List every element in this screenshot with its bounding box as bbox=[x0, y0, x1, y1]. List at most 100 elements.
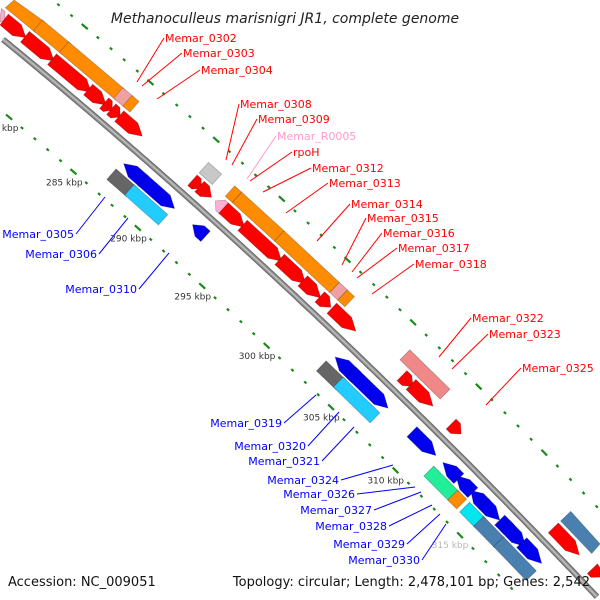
minor-tick bbox=[424, 333, 429, 337]
minor-tick bbox=[555, 464, 560, 468]
gene-block[interactable] bbox=[399, 349, 451, 400]
gene-arrow-forward[interactable] bbox=[114, 110, 143, 137]
gene-arrow-forward[interactable] bbox=[516, 537, 543, 564]
gene-label-reverse[interactable]: Memar_0320 bbox=[234, 440, 306, 453]
gene-label-forward[interactable]: Memar_0302 bbox=[165, 32, 237, 45]
gene-label-forward[interactable]: Memar_0323 bbox=[489, 328, 561, 341]
gene-label-forward[interactable]: Memar_0313 bbox=[329, 177, 401, 190]
gene-label-reverse[interactable]: Memar_0330 bbox=[348, 554, 420, 567]
gene-arrow-forward[interactable] bbox=[218, 202, 246, 228]
gene-label-reverse[interactable]: Memar_0328 bbox=[315, 520, 387, 533]
gene-label-forward[interactable]: Memar_0322 bbox=[472, 312, 544, 325]
minor-tick bbox=[123, 214, 127, 219]
gene-block[interactable] bbox=[337, 289, 356, 308]
gene-block[interactable] bbox=[560, 510, 600, 555]
minor-tick bbox=[371, 282, 376, 287]
minor-tick bbox=[97, 192, 102, 196]
gene-arrow-forward[interactable] bbox=[297, 275, 322, 299]
gene-arrow-forward[interactable] bbox=[19, 30, 55, 62]
gene-block[interactable] bbox=[122, 94, 140, 113]
gene-arrow-forward[interactable] bbox=[187, 174, 202, 190]
gene-label-forward[interactable]: Memar_0303 bbox=[183, 47, 255, 60]
minor-tick bbox=[332, 245, 337, 250]
gene-label-reverse[interactable]: Memar_0306 bbox=[25, 248, 97, 261]
tick-label: 310 kbp bbox=[367, 476, 404, 486]
gene-label-reverse[interactable]: Memar_0305 bbox=[2, 228, 74, 241]
gene-label-forward[interactable]: Memar_0316 bbox=[383, 227, 455, 240]
leader-line bbox=[283, 394, 317, 424]
minor-tick bbox=[251, 331, 256, 336]
major-tick bbox=[475, 383, 483, 391]
gene-label-forward[interactable]: Memar_0317 bbox=[398, 242, 470, 255]
leader-line bbox=[373, 491, 422, 511]
gene-arrow-forward[interactable] bbox=[478, 498, 501, 521]
gene-block[interactable] bbox=[332, 376, 381, 424]
gene-label-reverse[interactable]: Memar_0329 bbox=[333, 538, 405, 551]
minor-tick bbox=[406, 481, 411, 486]
gene-arrow-forward[interactable] bbox=[274, 253, 307, 285]
gene-arrow-forward[interactable] bbox=[137, 174, 176, 210]
gene-block[interactable] bbox=[447, 489, 468, 510]
minor-tick bbox=[496, 573, 501, 577]
minor-tick bbox=[450, 358, 455, 363]
gene-arrow-forward[interactable] bbox=[405, 378, 434, 407]
leader-line bbox=[340, 464, 394, 481]
gene-label-forward[interactable]: Memar_0312 bbox=[312, 162, 384, 175]
gene-arrow-forward[interactable] bbox=[237, 219, 283, 262]
tick-label: 290 kbp bbox=[110, 234, 147, 244]
gene-label-forward[interactable]: Memar_0309 bbox=[258, 113, 330, 126]
gene-label-forward[interactable]: Memar_0308 bbox=[240, 98, 312, 111]
gene-arrow-forward[interactable] bbox=[0, 13, 27, 39]
minor-tick bbox=[277, 356, 282, 360]
gene-block[interactable] bbox=[124, 184, 169, 226]
accession-text: Accession: NC_009051 bbox=[8, 575, 156, 590]
gene-label-forward[interactable]: Memar_0315 bbox=[367, 212, 439, 225]
tick-label: 300 kbp bbox=[239, 352, 276, 362]
gene-label-reverse[interactable]: Memar_0327 bbox=[300, 504, 372, 517]
gene-arrow-forward[interactable] bbox=[499, 519, 527, 548]
gene-arrow-forward[interactable] bbox=[326, 302, 357, 332]
gene-label-reverse[interactable]: Memar_0310 bbox=[65, 283, 137, 296]
leader-line bbox=[356, 486, 416, 495]
gene-label-reverse[interactable]: Memar_0319 bbox=[210, 417, 282, 430]
gene-arrow-forward[interactable] bbox=[314, 291, 332, 308]
gene-arrow-forward[interactable] bbox=[83, 83, 107, 106]
major-tick bbox=[198, 282, 206, 290]
gene-label-forward[interactable]: Memar_0304 bbox=[201, 64, 273, 77]
minor-tick bbox=[293, 209, 297, 213]
gene-arrow-forward[interactable] bbox=[99, 97, 113, 113]
leader-line bbox=[316, 203, 351, 242]
gene-arrow-forward[interactable] bbox=[106, 103, 121, 119]
gene-label-forward[interactable]: Memar_R0005 bbox=[277, 130, 356, 143]
major-tick bbox=[212, 136, 220, 144]
gene-label-reverse[interactable]: Memar_0324 bbox=[267, 474, 339, 487]
gene-arrow-forward[interactable] bbox=[396, 370, 414, 387]
minor-tick bbox=[355, 430, 359, 435]
label-layer: Memar_0302Memar_0303Memar_0304Memar_0308… bbox=[2, 32, 593, 567]
minor-tick bbox=[84, 181, 89, 185]
leader-line bbox=[438, 317, 472, 358]
gene-arrow-forward[interactable] bbox=[194, 180, 212, 198]
gene-arrow-reverse[interactable] bbox=[192, 224, 211, 243]
gene-label-forward[interactable]: Memar_0318 bbox=[415, 258, 487, 271]
gene-arrow-forward[interactable] bbox=[445, 418, 462, 435]
minor-tick bbox=[367, 443, 372, 447]
minor-tick bbox=[122, 57, 127, 62]
gene-label-reverse[interactable]: Memar_0326 bbox=[283, 488, 355, 501]
gene-block[interactable] bbox=[198, 161, 223, 186]
minor-tick bbox=[148, 237, 153, 242]
gene-block[interactable] bbox=[492, 536, 537, 582]
gene-arrow-forward[interactable] bbox=[345, 366, 389, 409]
gene-arrow-forward[interactable] bbox=[406, 426, 437, 457]
gene-label-forward[interactable]: Memar_0325 bbox=[522, 362, 594, 375]
leader-line bbox=[136, 37, 165, 83]
gene-arrow-forward[interactable] bbox=[547, 522, 580, 556]
gene-label-forward[interactable]: rpoH bbox=[293, 146, 320, 159]
gene-arrow-forward[interactable] bbox=[0, 7, 6, 23]
gene-label-forward[interactable]: Memar_0314 bbox=[351, 198, 423, 211]
minor-tick bbox=[516, 424, 520, 428]
major-tick bbox=[409, 318, 417, 326]
gene-label-reverse[interactable]: Memar_0321 bbox=[248, 455, 320, 468]
gene-arrow-forward[interactable] bbox=[47, 53, 92, 93]
